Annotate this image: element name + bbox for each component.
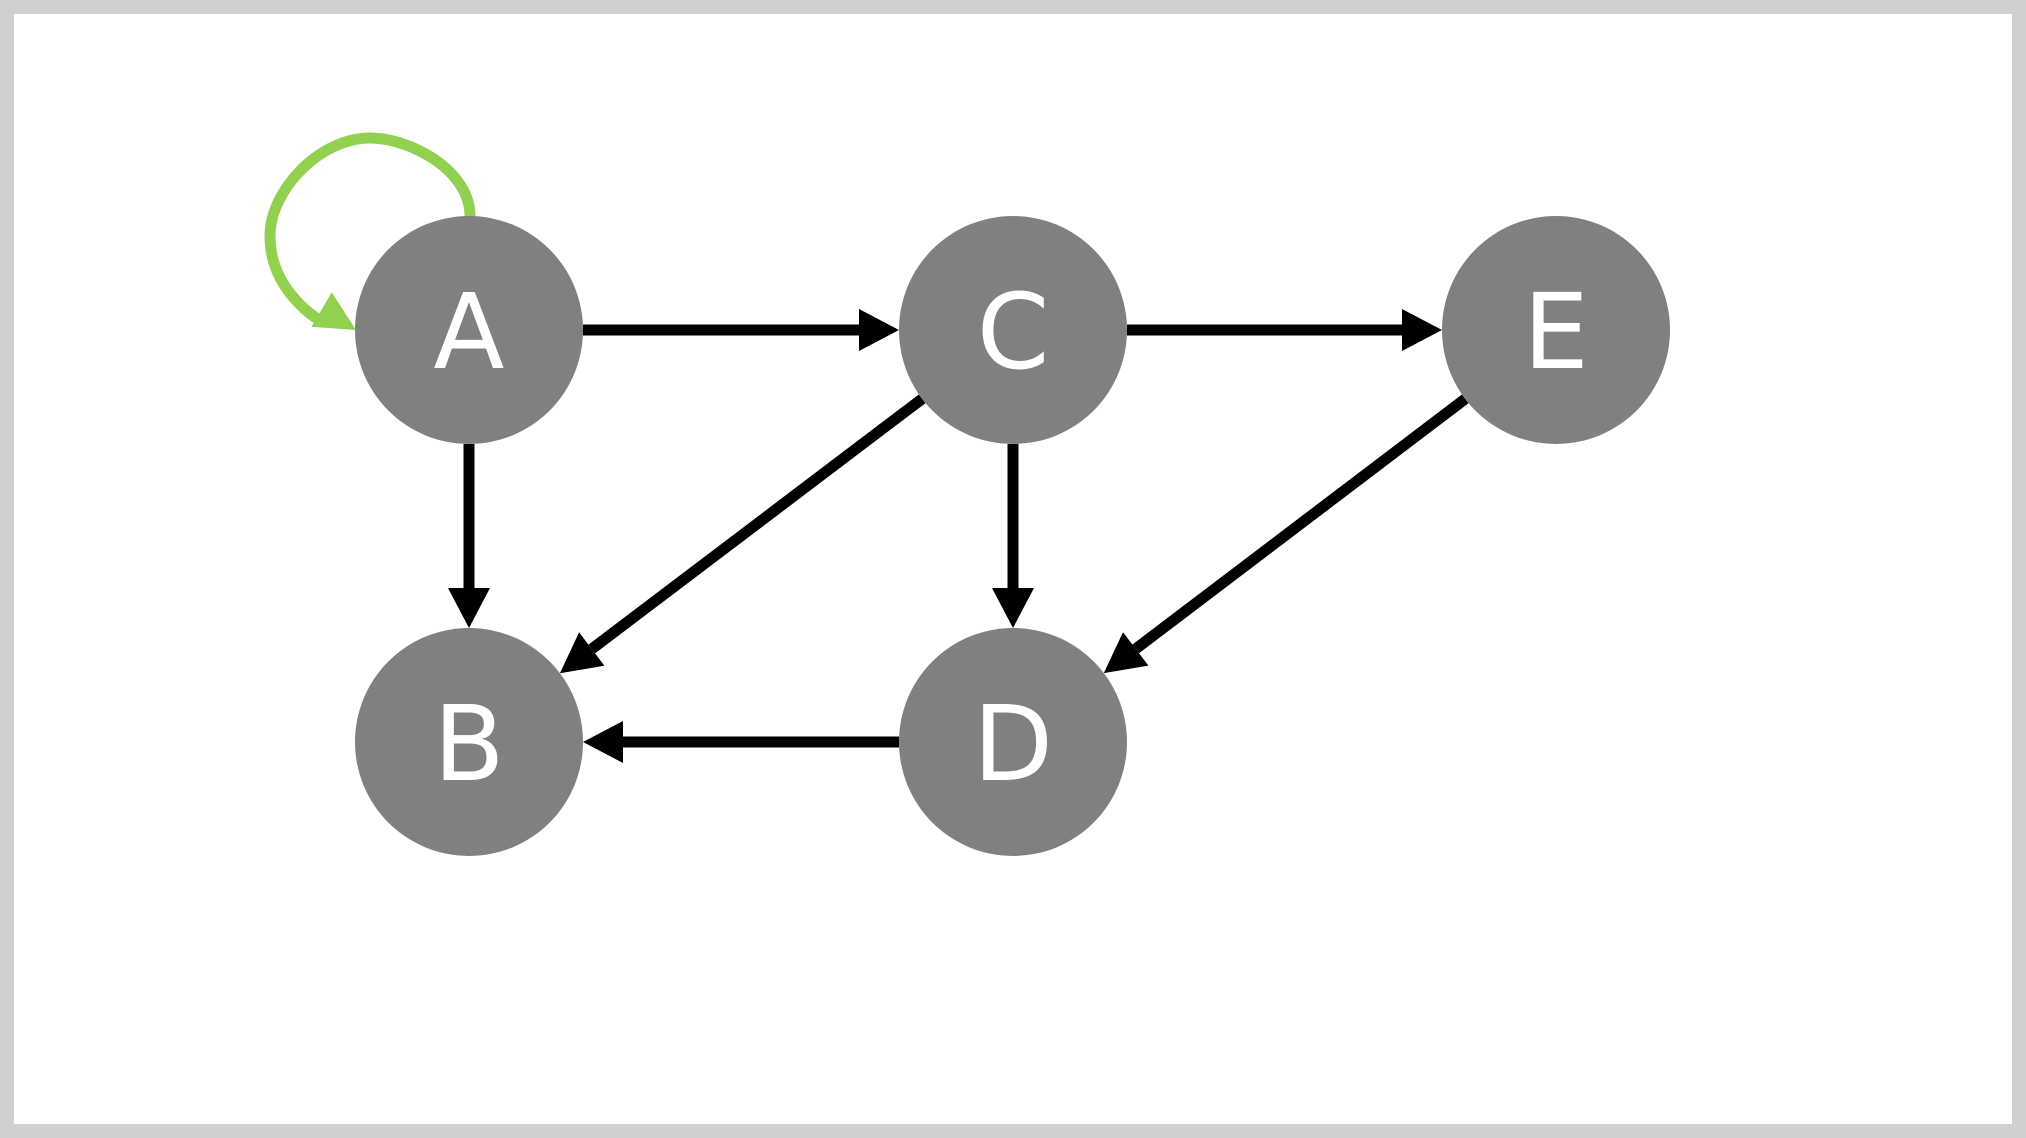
edge-arrowhead [583, 721, 623, 763]
nodes-layer: A B C D E [355, 216, 1670, 856]
edge-arrowhead [859, 309, 899, 351]
edge-arrowhead [448, 588, 490, 628]
node-label: D [973, 683, 1053, 805]
node-circle [355, 628, 583, 856]
edge-arrowhead [1402, 309, 1442, 351]
edges-layer [264, 132, 1469, 763]
node-label: A [433, 271, 504, 393]
node-circle [355, 216, 583, 444]
node-label: C [977, 271, 1050, 393]
node-a: A [355, 216, 583, 444]
self-loop-curve [264, 132, 476, 328]
node-circle [1442, 216, 1670, 444]
node-circle [899, 216, 1127, 444]
edge-a-to-b [448, 444, 490, 628]
edge-d-to-b [583, 721, 899, 763]
edge-arrowhead [559, 632, 605, 674]
edge-line [588, 394, 926, 654]
edge-c-to-d [992, 444, 1034, 628]
edge-a-to-a [264, 132, 476, 330]
edge-e-to-d [1103, 394, 1469, 674]
node-circle [899, 628, 1127, 856]
node-label: E [1523, 271, 1589, 393]
node-c: C [899, 216, 1127, 444]
node-label: B [433, 683, 504, 805]
edge-c-to-b [559, 394, 926, 674]
edge-arrowhead [1103, 632, 1149, 674]
node-d: D [899, 628, 1127, 856]
edge-a-to-c [583, 309, 899, 351]
self-loop-arrowhead [311, 292, 356, 330]
node-b: B [355, 628, 583, 856]
edge-line [1132, 394, 1469, 654]
node-e: E [1442, 216, 1670, 444]
edge-c-to-e [1127, 309, 1442, 351]
edge-arrowhead [992, 588, 1034, 628]
